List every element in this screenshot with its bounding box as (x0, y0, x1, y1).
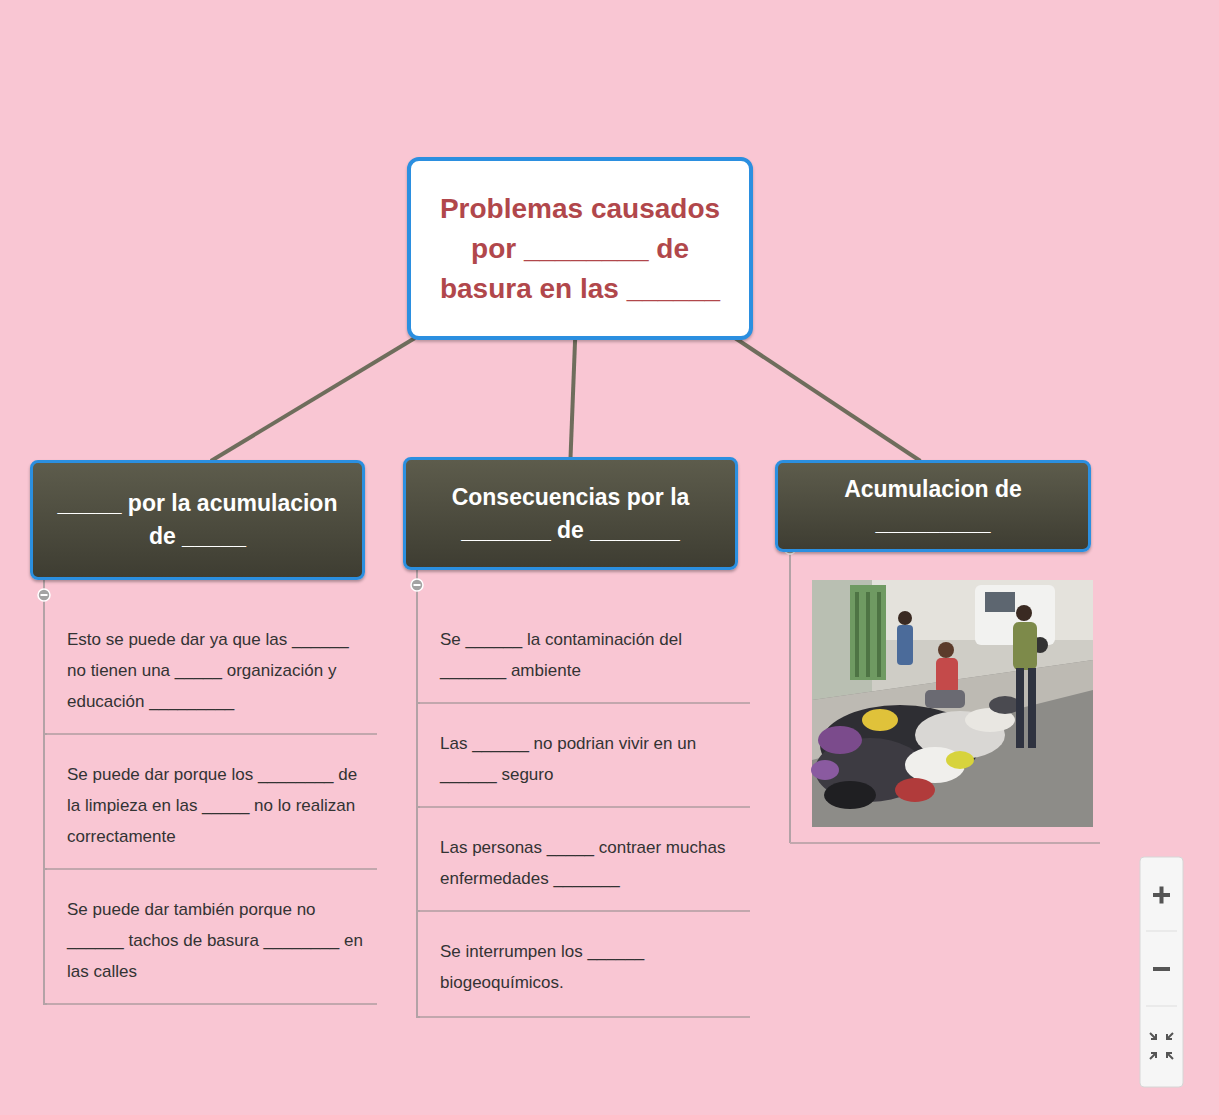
topic-label: Consecuencias por la _______ de _______ (418, 481, 723, 547)
topic-label: Problemas causados por ________ de basur… (427, 189, 733, 309)
topic-label: Acumulacion de _________ (790, 473, 1076, 539)
garbage-photo (811, 580, 1093, 827)
item-text: Se interrumpen los ______ biogeoquímicos… (440, 936, 736, 998)
collapse-minus (41, 594, 48, 596)
item-text: Las ______ no podrian vivir en un ______… (440, 728, 736, 790)
branch-line (735, 338, 920, 461)
tree-line (789, 548, 791, 843)
topic-box: _____ por la acumulacion de _____ (30, 460, 365, 580)
collapse-minus (414, 584, 421, 586)
topic-box: Acumulacion de _________ (775, 460, 1091, 552)
item-text: Las personas _____ contraer muchas enfer… (440, 832, 736, 894)
item-rule (790, 842, 1100, 844)
branch-line (211, 338, 415, 461)
item-text: Se puede dar también porque no ______ ta… (67, 894, 363, 987)
subtopic-item: Se ______ la contaminación del _______ a… (420, 600, 750, 704)
subtopic-item: Las ______ no podrian vivir en un ______… (420, 704, 750, 808)
item-text: Se ______ la contaminación del _______ a… (440, 624, 736, 686)
subtopic-item: Las personas _____ contraer muchas enfer… (420, 808, 750, 912)
collapse-dot (411, 579, 423, 591)
item-text: Esto se puede dar ya que las ______ no t… (67, 624, 363, 717)
subtopic-item: Esto se puede dar ya que las ______ no t… (47, 600, 377, 735)
topic-label: _____ por la acumulacion de _____ (45, 487, 350, 553)
central-topic: Problemas causados por ________ de basur… (407, 157, 753, 340)
branch-line (571, 338, 576, 458)
topic-box: Consecuencias por la _______ de _______ (403, 457, 738, 570)
zoom-control (1140, 857, 1183, 1087)
subtopic-item: Se puede dar porque los ________ de la l… (47, 735, 377, 870)
subtopic-item: Se puede dar también porque no ______ ta… (47, 870, 377, 1005)
item-text: Se puede dar porque los ________ de la l… (67, 759, 363, 852)
subtopic-item: Se interrumpen los ______ biogeoquímicos… (420, 912, 750, 1018)
